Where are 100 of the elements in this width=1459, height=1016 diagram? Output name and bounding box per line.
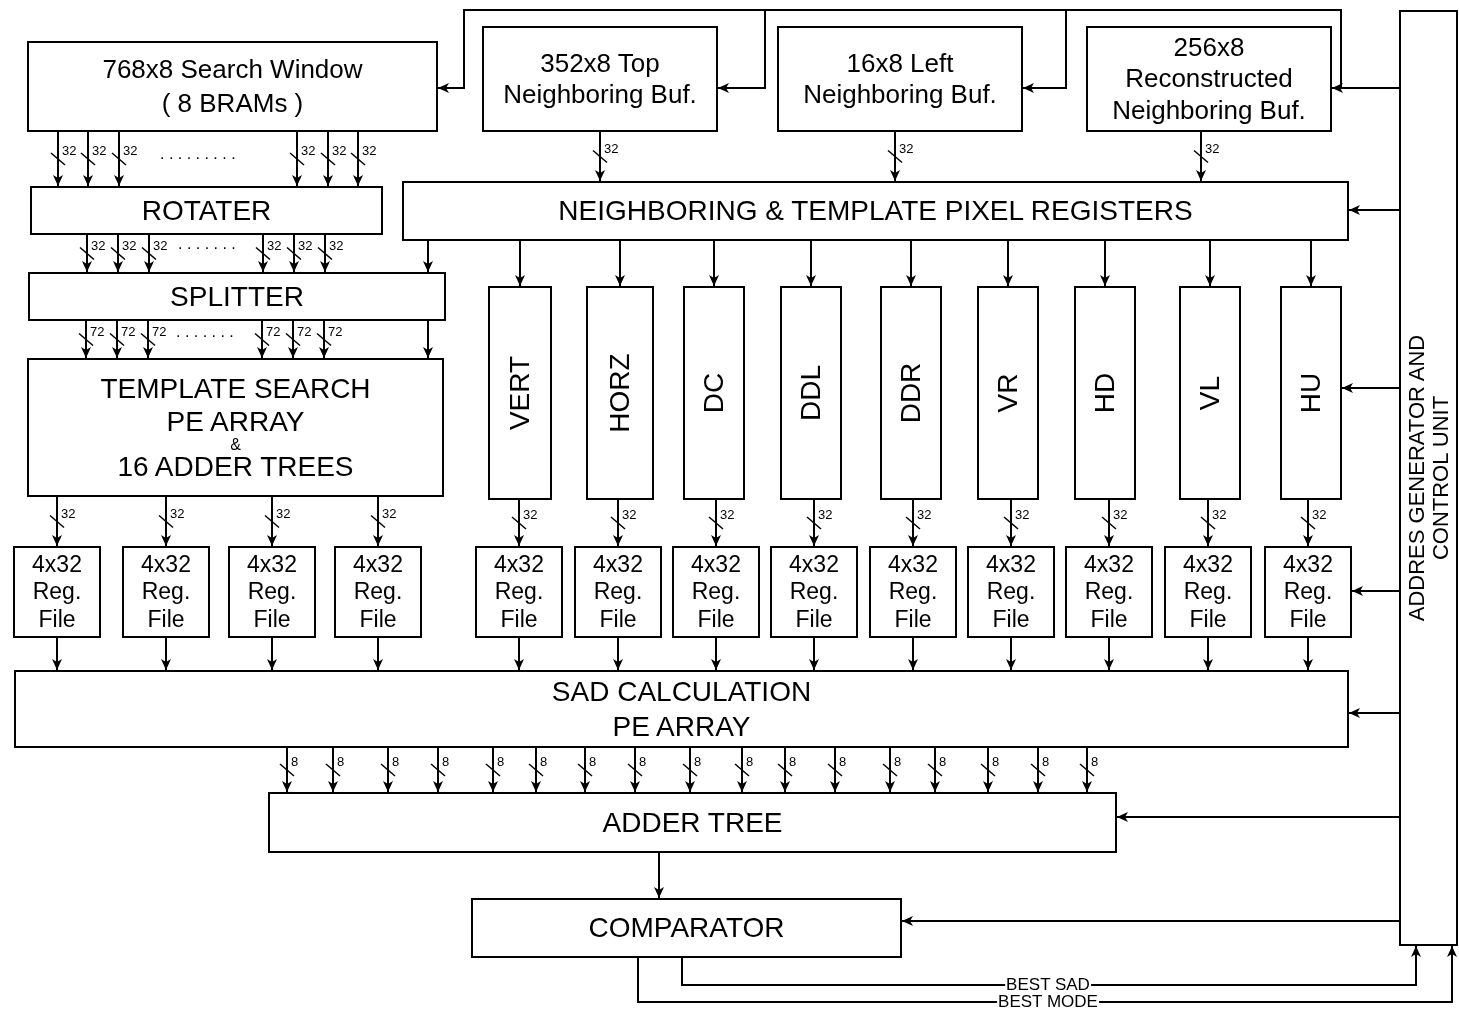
register-file-block [475,546,563,638]
ellipsis-label: . . . . . . . [178,236,236,252]
bus-width-label: 72 [121,324,136,338]
block-label: DC [697,372,730,414]
bus-width-label: 32 [62,144,77,157]
bus-width-label: 8 [1042,755,1050,768]
arrow [615,240,625,287]
arrow [1205,240,1215,287]
bus-width-label: 32 [153,238,168,252]
buffer-block [482,26,718,132]
control-unit-block [1399,10,1458,946]
arrow [630,747,640,793]
block-label: & [229,438,242,450]
arrow [423,240,433,273]
bus-width-label: 8 [992,755,1000,768]
arrow [114,131,124,187]
arrow [908,499,918,547]
bus-width-label: 32 [301,144,316,157]
block-label: 16x8 Left Neighboring Buf. [802,47,998,111]
arrow [1196,131,1206,182]
ellipsis-label: . . . . . . . [176,324,234,340]
arrow [1303,637,1313,671]
prediction-mode-block [1179,286,1241,500]
bus-width-label: 8 [789,755,797,768]
bus-width-label: 8 [497,755,505,768]
register-file-block [869,546,957,638]
register-file-block [1164,546,1252,638]
bus-width-label: 32 [123,144,138,157]
block-label: SAD CALCULATION PE ARRAY [550,675,813,744]
arrow [319,320,329,359]
bus-width-label: 32 [122,238,137,252]
register-file-block [672,546,760,638]
arrow [983,747,993,793]
arrow [267,637,277,671]
block-label: 16 ADDER TREES [116,450,355,484]
arrow [1006,637,1016,671]
block-label: 4x32 Reg. File [1282,550,1334,634]
arrow [830,747,840,793]
arrow [1104,499,1114,547]
arrow [288,320,298,359]
bus-width-label: 32 [362,144,377,157]
bus-width-label: 32 [329,238,344,252]
bus-width-label: 8 [746,755,754,768]
bus-width-label: 8 [589,755,597,768]
bus-width-label: 32 [818,508,833,521]
arrow [328,747,338,793]
prediction-mode-block [1280,286,1342,500]
arrow [161,637,171,671]
prediction-mode-block [683,286,745,500]
bus-width-label: 32 [899,141,914,155]
bus-width-label: 32 [523,508,538,521]
arrow [654,852,664,899]
arrow [514,637,524,671]
arrow [383,747,393,793]
edge-label: BEST MODE [997,993,1099,1010]
block-label: HORZ [603,353,636,433]
arrow [930,747,940,793]
processing-block [268,792,1117,853]
prediction-mode-block [977,286,1039,500]
prediction-mode-block [1074,286,1136,500]
bus-width-label: 32 [1113,508,1128,521]
bus-width-label: 8 [839,755,847,768]
bus-width-label: 72 [328,324,343,338]
block-label: DDL [794,365,827,421]
arrow [737,747,747,793]
bus-width-label: 32 [382,506,397,520]
arrow [1116,812,1400,822]
bus-width-label: 32 [1312,508,1327,521]
prediction-mode-block [488,286,552,500]
arrow [282,747,292,793]
arrow [709,240,719,287]
block-label: 4x32 Reg. File [690,550,742,634]
bus-width-label: 32 [604,141,619,155]
arrow [809,637,819,671]
block-label: VL [1193,375,1226,411]
arrow [908,637,918,671]
block-label: 768x8 Search Window ( 8 BRAMs ) [101,52,364,120]
arrow [595,131,605,182]
register-file-block [122,546,210,638]
arrow [320,234,330,273]
bus-width-label: 32 [267,238,282,252]
bus-width-label: 8 [694,755,702,768]
arrow [901,916,1400,926]
block-label: 4x32 Reg. File [1083,550,1135,634]
bus-width-label: 72 [297,324,312,338]
block-label: ROTATER [140,193,273,228]
bus-width-label: 32 [1015,508,1030,521]
arrow [906,240,916,287]
arrow [83,131,93,187]
arrow [488,747,498,793]
block-label: HD [1088,372,1121,414]
bus-width-label: 72 [266,324,281,338]
buffer-block [1086,26,1332,132]
block-label: 352x8 Top Neighboring Buf. [502,47,698,111]
block-label: SPLITTER [169,279,305,314]
block-label: DDR [894,362,927,424]
processing-block [30,186,383,235]
arrow [885,747,895,793]
arrow [143,320,153,359]
arrow [144,234,154,273]
